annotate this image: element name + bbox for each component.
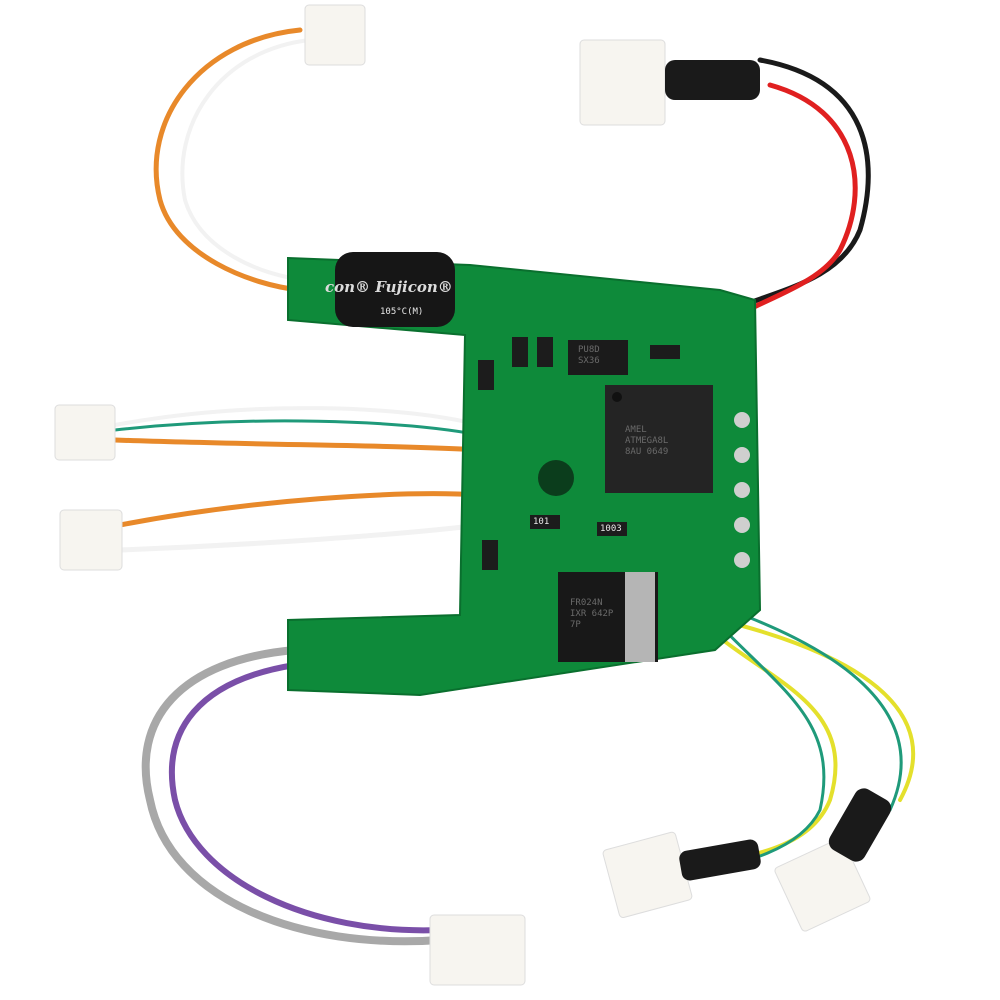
- connector-left-1: [54, 404, 116, 461]
- capacitor-rating: 105°C(M): [380, 307, 424, 317]
- electrolytic-capacitor: [335, 252, 455, 327]
- mcu-chip: [605, 385, 713, 493]
- mcu-marking: AMEL ATMEGA8L 8AU 0649: [625, 425, 669, 457]
- connectors: [54, 4, 892, 986]
- small-ic-marking: PU8D SX36: [578, 345, 600, 366]
- capacitor-brand: con® Fujicon®: [325, 278, 453, 296]
- connector-top-right: [579, 39, 666, 126]
- connector-bottom: [429, 914, 526, 986]
- connector-top-left: [304, 4, 366, 66]
- resistor-label: 1003: [600, 524, 622, 534]
- resistor-label: 101: [533, 517, 550, 527]
- connector-left-2: [59, 509, 123, 571]
- connector-bottom-right-1: [602, 831, 693, 918]
- connector-bottom-right-2: [774, 838, 871, 932]
- regulator-marking: FR024N IXR 642P 7P: [570, 598, 614, 630]
- small-ic: [568, 340, 628, 375]
